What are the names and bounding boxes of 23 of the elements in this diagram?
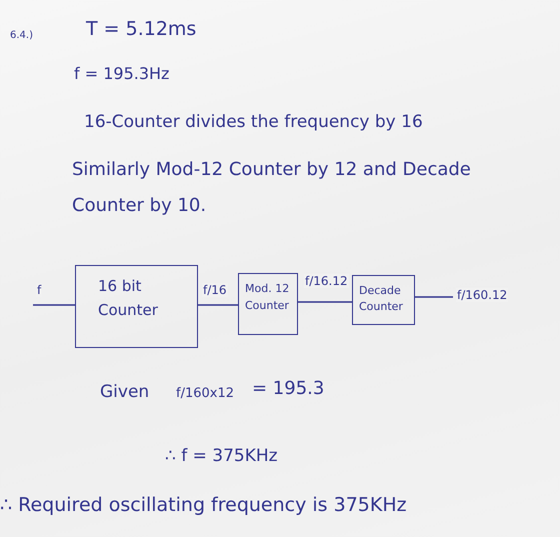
equation-text: = 195.3 <box>252 378 324 400</box>
given-period: T = 5.12ms <box>86 18 196 41</box>
equation-text: Given <box>100 382 150 402</box>
block-label: Decade Counter <box>359 283 404 315</box>
equation-fraction: f/160x12 <box>176 386 234 402</box>
connector-line <box>415 296 453 298</box>
note-text: Similarly Mod-12 Counter by 12 and Decade Counter by 10. <box>72 158 472 218</box>
edge-label: f/16 <box>202 283 228 298</box>
counter-block <box>352 275 415 325</box>
edge-label: f/160.12 <box>456 288 508 302</box>
counter-block <box>75 265 198 348</box>
counter-block <box>238 273 298 335</box>
result-text: ∴ f = 375KHz <box>165 446 278 466</box>
connector-line <box>33 304 75 306</box>
block-label: Mod. 12 Counter <box>245 281 290 314</box>
edge-label: f/16.12 <box>304 274 349 288</box>
connector-line <box>198 304 238 306</box>
block-label: 16 bit Counter <box>98 276 159 321</box>
connector-line <box>298 301 352 303</box>
question-number: 6.4.) <box>10 30 33 42</box>
note-text: 16-Counter divides the frequency by 16 <box>84 112 423 132</box>
conclusion-text: ∴ Required oscillating frequency is 375KHz <box>0 494 407 517</box>
given-frequency: f = 195.3Hz <box>74 64 170 84</box>
